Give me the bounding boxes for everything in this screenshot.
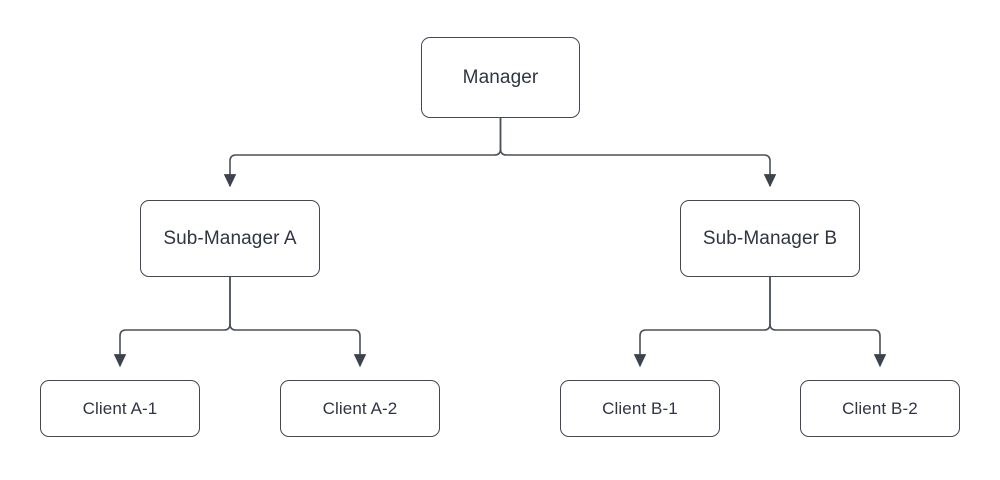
- node-client-a1[interactable]: Client A-1: [40, 380, 200, 437]
- edge-sub-manager-a-to-client-a1: [113, 277, 231, 368]
- node-client-a2[interactable]: Client A-2: [280, 380, 440, 437]
- node-sub-manager-a-label: Sub-Manager A: [163, 227, 297, 249]
- edge-manager-to-sub-manager-b: [499, 118, 777, 188]
- node-client-a2-label: Client A-2: [322, 398, 398, 418]
- node-manager[interactable]: Manager: [421, 37, 580, 118]
- edge-sub-manager-b-to-client-b1: [633, 277, 771, 368]
- edge-sub-manager-a-to-client-a2: [229, 277, 367, 368]
- node-client-b1[interactable]: Client B-1: [560, 380, 720, 437]
- node-client-a1-label: Client A-1: [82, 398, 158, 418]
- edge-manager-to-sub-manager-a: [223, 118, 502, 188]
- node-manager-label: Manager: [462, 66, 539, 88]
- node-client-b1-label: Client B-1: [602, 398, 678, 418]
- node-sub-manager-a[interactable]: Sub-Manager A: [140, 200, 320, 277]
- node-client-b2[interactable]: Client B-2: [800, 380, 960, 437]
- node-client-b2-label: Client B-2: [842, 398, 918, 418]
- node-sub-manager-b-label: Sub-Manager B: [702, 227, 838, 249]
- edge-sub-manager-b-to-client-b2: [769, 277, 887, 368]
- node-sub-manager-b[interactable]: Sub-Manager B: [680, 200, 860, 277]
